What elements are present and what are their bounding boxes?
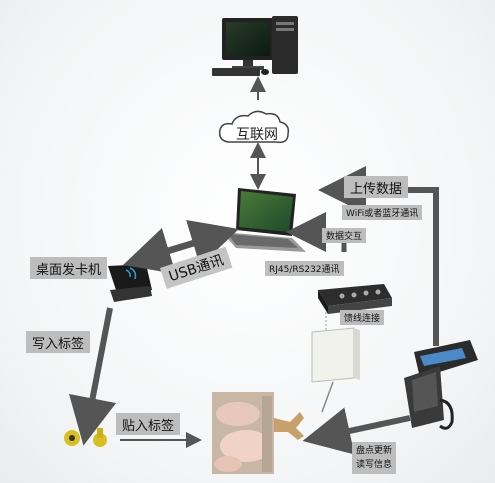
ear-tag-icon bbox=[64, 428, 107, 447]
cloud-label: 互联网 bbox=[236, 127, 278, 143]
upload-label: 上传数据 bbox=[344, 176, 409, 198]
pigs-photo bbox=[212, 392, 274, 474]
desk-reader-icon bbox=[108, 264, 152, 302]
fixed-reader-icon bbox=[318, 284, 392, 314]
exchange-label: 数据交互 bbox=[322, 228, 367, 243]
antenna-icon bbox=[311, 312, 360, 413]
tag-applicator-icon bbox=[274, 412, 304, 440]
desktop-computer-icon bbox=[212, 16, 298, 76]
attach-tag-label: 贴入标签 bbox=[116, 413, 181, 435]
cloud-icon bbox=[218, 110, 290, 144]
arrow-reader-to-tag bbox=[68, 307, 117, 446]
arrow-handheld-to-pigs bbox=[302, 407, 411, 455]
wifi-label: WiFi或者蓝牙通讯 bbox=[342, 205, 423, 220]
feeder-label: 馈线连接 bbox=[340, 310, 385, 325]
handheld-terminal-icon bbox=[404, 340, 478, 430]
arrow-reader-to-laptop bbox=[149, 219, 239, 266]
write-tag-label: 写入标签 bbox=[26, 331, 91, 353]
rj45-label: RJ45/RS232通讯 bbox=[265, 261, 344, 276]
laptop-icon bbox=[222, 188, 306, 252]
inventory-label: 盘点更新 读写信息 bbox=[352, 442, 397, 474]
desk-reader-label: 桌面发卡机 bbox=[30, 257, 108, 279]
